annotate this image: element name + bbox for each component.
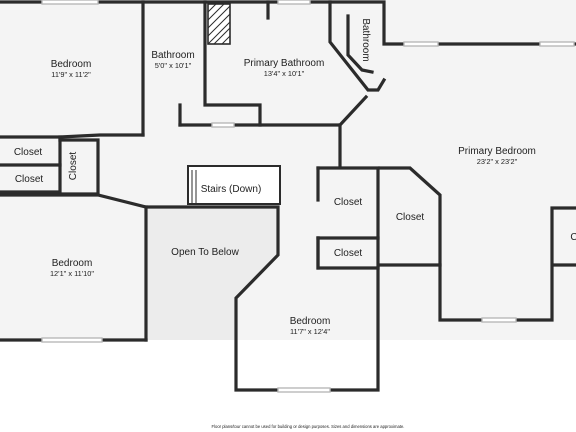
walls xyxy=(0,0,576,392)
stairs-outline xyxy=(187,165,281,205)
wall-closets xyxy=(0,163,62,194)
room-label: Bedroom xyxy=(51,59,92,70)
wall-closet-primary xyxy=(378,166,442,267)
exterior-area xyxy=(0,340,576,432)
wall-bedroom-sw-north xyxy=(0,193,148,209)
room-dimensions: 23'2" x 23'2" xyxy=(477,157,518,166)
room-label: Closet xyxy=(396,212,425,223)
room-dimensions: 11'9" x 11'2" xyxy=(51,70,91,79)
room-label: Closet xyxy=(334,248,363,259)
window xyxy=(211,122,235,128)
wall-small-bath xyxy=(346,14,374,74)
room-label: Closet xyxy=(15,174,44,185)
room-label: Primary Bedroom xyxy=(458,146,536,157)
room-label: C xyxy=(570,232,576,243)
stairs xyxy=(187,165,281,205)
room-dimensions: 12'1" x 11'10" xyxy=(50,269,94,278)
disclaimer-footer: Floor plans/tour cannot be used for buil… xyxy=(212,424,405,429)
room-label: Stairs (Down) xyxy=(201,184,262,195)
wall-bath-east xyxy=(203,0,262,127)
window xyxy=(41,337,103,343)
wall-primary-south xyxy=(438,206,576,322)
room-label: Closet xyxy=(334,197,363,208)
room-label: Open To Below xyxy=(171,247,239,258)
window xyxy=(41,0,99,5)
windows xyxy=(41,0,575,393)
window xyxy=(481,317,517,323)
window xyxy=(277,387,331,393)
room-label: Bedroom xyxy=(290,316,331,327)
room-label: Closet xyxy=(68,152,79,181)
wall-open-below xyxy=(146,205,380,392)
window xyxy=(403,41,439,47)
room-labels: Bedroom 11'9" x 11'2" Bathroom 5'0" x 10… xyxy=(14,18,576,336)
wall-bath-diagonal xyxy=(328,0,387,92)
wall-north xyxy=(0,0,576,46)
room-label: Bathroom xyxy=(151,50,194,61)
room-label: Bathroom xyxy=(360,18,371,61)
wall-bedroom-south xyxy=(0,133,145,139)
shaft-hatch xyxy=(207,3,231,45)
room-dimensions: 13'4" x 10'1" xyxy=(264,69,305,78)
window xyxy=(277,0,311,5)
room-label: Bedroom xyxy=(52,258,93,269)
window xyxy=(539,41,575,47)
open-to-below-floor xyxy=(148,207,278,340)
hatch-lines xyxy=(207,3,231,45)
room-label: Primary Bathroom xyxy=(244,58,325,69)
room-label: Closet xyxy=(14,147,43,158)
room-dimensions: 5'0" x 10'1" xyxy=(155,61,192,70)
room-dimensions: 11'7" x 12'4" xyxy=(290,327,330,336)
